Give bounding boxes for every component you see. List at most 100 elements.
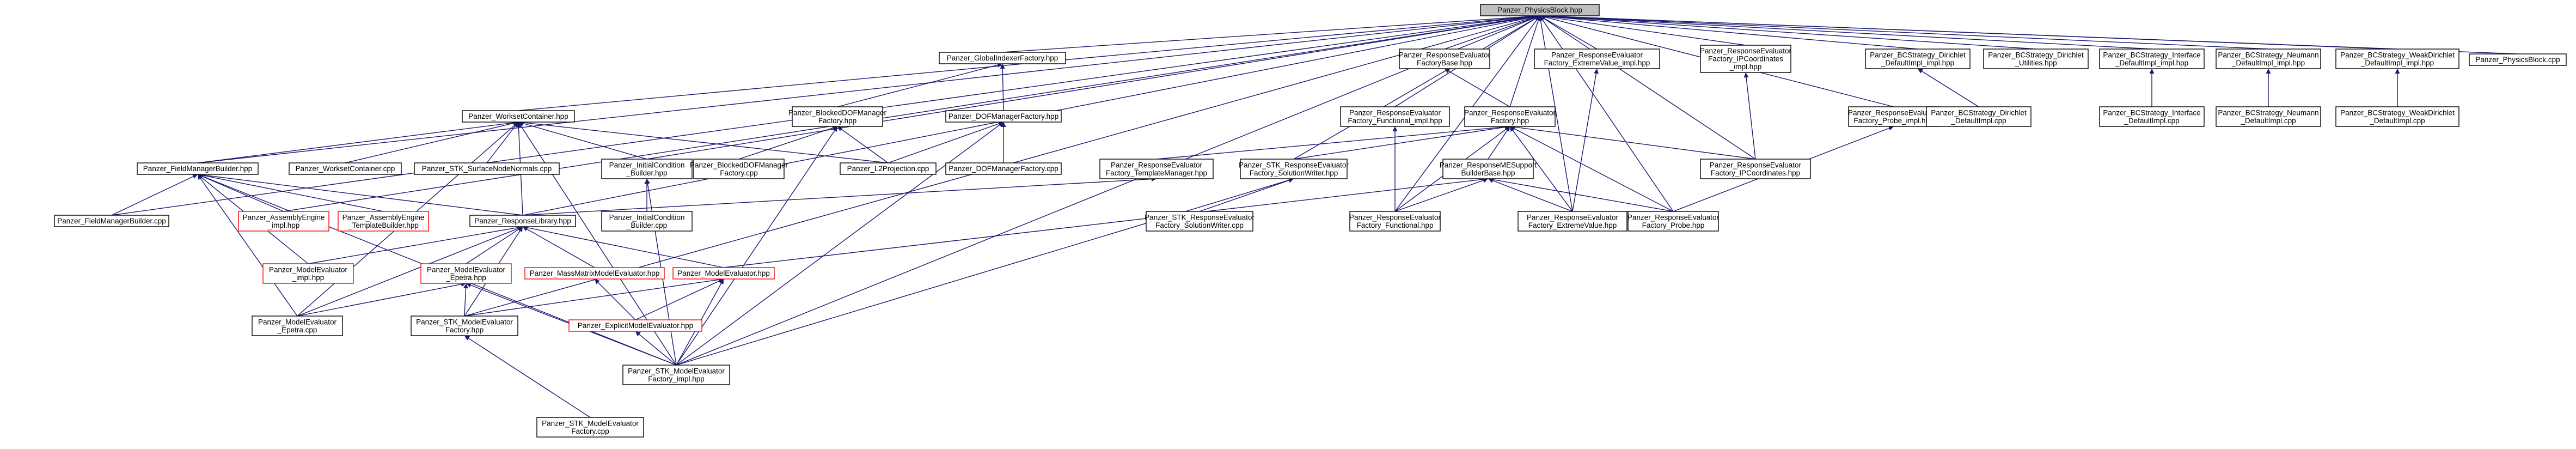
- node-bc-dirichlet-cpp[interactable]: Panzer_BCStrategy_Dirichlet_DefaultImpl.…: [1926, 106, 2032, 127]
- node-workset-container[interactable]: Panzer_WorksetContainer.hpp: [462, 110, 575, 123]
- edge-arrowhead: [464, 336, 470, 341]
- node-label-line: _DefaultImpl_impl.hpp: [2231, 59, 2305, 67]
- node-respeval-extreme[interactable]: Panzer_ResponseEvaluatorFactory_ExtremeV…: [1518, 211, 1627, 232]
- node-box: [1865, 48, 1971, 69]
- node-label-line: Panzer_MassMatrixModelEvaluator.hpp: [530, 269, 660, 277]
- edge-respeval_probe-to-root: [1542, 20, 1674, 212]
- node-assembly-engine-tb[interactable]: Panzer_AssemblyEngine_TemplateBuilder.hp…: [338, 211, 429, 232]
- node-bc-interface-cpp[interactable]: Panzer_BCStrategy_Interface_DefaultImpl.…: [2099, 106, 2205, 127]
- node-respeval-ipcoord-impl[interactable]: Panzer_ResponseEvaluatorFactory_IPCoordi…: [1700, 45, 1792, 73]
- node-bc-dirichlet-impl[interactable]: Panzer_BCStrategy_Dirichlet_DefaultImpl_…: [1865, 48, 1971, 69]
- edge-respeval_factory-to-respevalfb: [1448, 70, 1510, 107]
- node-bc-weakdir-cpp[interactable]: Panzer_BCStrategy_WeakDirichlet_DefaultI…: [2335, 106, 2459, 127]
- node-label-line: Panzer_ResponseEvaluator: [1710, 161, 1802, 169]
- edge-field_manager_builder-to-workset_container: [197, 122, 514, 163]
- edge-arrowhead: [837, 126, 843, 131]
- node-bc-neumann-cpp[interactable]: Panzer_BCStrategy_Neumann_DefaultImpl.cp…: [2216, 106, 2321, 127]
- edge-respeval_ipcoord-to-respeval_factory: [1514, 126, 1756, 160]
- edge-arrowhead: [719, 279, 724, 285]
- node-label-line: Panzer_BCStrategy_Dirichlet: [1870, 51, 1966, 59]
- node-label-line: _Utilities.hpp: [2014, 59, 2057, 67]
- edge-arrowhead: [1510, 126, 1516, 131]
- edge-response_library-to-respeval_template_mgr: [522, 178, 1152, 216]
- node-mass-matrix-me[interactable]: Panzer_MassMatrixModelEvaluator.hpp: [524, 267, 665, 280]
- node-bc-weakdir-impl[interactable]: Panzer_BCStrategy_WeakDirichlet_DefaultI…: [2335, 48, 2459, 69]
- node-dof-factory[interactable]: Panzer_DOFManagerFactory.hpp: [945, 110, 1062, 123]
- node-box: [568, 319, 702, 332]
- node-stk-surface-normals[interactable]: Panzer_STK_SurfaceNodeNormals.cpp: [414, 162, 560, 175]
- node-gi-factory[interactable]: Panzer_GlobalIndexerFactory.hpp: [939, 52, 1066, 64]
- node-box: [1700, 159, 1811, 179]
- node-explicit-me[interactable]: Panzer_ExplicitModelEvaluator.hpp: [568, 319, 702, 332]
- node-label-line: Panzer_ResponseEvaluator: [1349, 213, 1441, 221]
- node-label-line: Factory.hpp: [1491, 117, 1529, 125]
- node-label-line: Factory.cpp: [571, 427, 609, 435]
- node-field-manager-builder[interactable]: Panzer_FieldManagerBuilder.hpp: [137, 162, 259, 175]
- node-box: [1340, 106, 1450, 127]
- node-bc-interface-impl[interactable]: Panzer_BCStrategy_Interface_DefaultImpl_…: [2099, 48, 2205, 69]
- node-label-line: Panzer_InitialCondition: [609, 213, 685, 221]
- node-box: [1349, 211, 1441, 232]
- node-label-line: Factory_Probe_impl.hpp: [1853, 117, 1933, 125]
- node-assembly-engine-impl[interactable]: Panzer_AssemblyEngine_impl.hpp: [238, 211, 329, 232]
- node-physicsblock-cpp[interactable]: Panzer_PhysicsBlock.cpp: [2469, 53, 2567, 66]
- node-box: [1146, 211, 1253, 232]
- node-respeval-extreme-impl[interactable]: Panzer_ResponseEvaluatorFactory_ExtremeV…: [1534, 48, 1660, 69]
- node-initial-condition-builder[interactable]: Panzer_InitialCondition_Builder.hpp: [601, 159, 693, 179]
- node-l2projection[interactable]: Panzer_L2Projection.cpp: [840, 162, 937, 175]
- edge-physicsblock_cpp-to-root: [1544, 15, 2518, 54]
- node-bc-dirichlet-utils[interactable]: Panzer_BCStrategy_Dirichlet_Utilities.hp…: [1983, 48, 2089, 69]
- node-respeval-functional[interactable]: Panzer_ResponseEvaluatorFactory_Function…: [1349, 211, 1441, 232]
- edge-arrowhead: [2149, 69, 2155, 74]
- node-workset-container-cpp[interactable]: Panzer_WorksetContainer.cpp: [289, 162, 402, 175]
- node-respeval-probe-impl[interactable]: Panzer_ResponseEvaluatorFactory_Probe_im…: [1848, 106, 1940, 127]
- edge-arrowhead: [1504, 126, 1510, 131]
- node-label-line: Panzer_InitialCondition: [609, 161, 685, 169]
- node-box: [2469, 53, 2567, 66]
- node-label-line: Panzer_STK_SurfaceNodeNormals.cpp: [422, 165, 552, 173]
- node-label-line: Panzer_ResponseLibrary.hpp: [474, 217, 571, 225]
- node-box: [945, 162, 1062, 175]
- node-dof-factory-cpp[interactable]: Panzer_DOFManagerFactory.cpp: [945, 162, 1062, 175]
- edge-arrowhead: [463, 283, 469, 289]
- node-model-eval[interactable]: Panzer_ModelEvaluator.hpp: [672, 267, 775, 280]
- node-box: [536, 417, 644, 438]
- node-bc-neumann-impl[interactable]: Panzer_BCStrategy_Neumann_DefaultImpl_im…: [2216, 48, 2321, 69]
- node-label-line: Panzer_ResponseEvaluator: [1700, 47, 1792, 55]
- node-respeval-functional-impl[interactable]: Panzer_ResponseEvaluatorFactory_Function…: [1340, 106, 1450, 127]
- node-model-eval-epetra-cpp[interactable]: Panzer_ModelEvaluator_Epetra.cpp: [252, 315, 343, 336]
- node-box: [1848, 106, 1939, 127]
- node-label-line: BuilderBase.hpp: [1461, 169, 1515, 177]
- node-stk-respeval-solwriter[interactable]: Panzer_STK_ResponseEvaluatorFactory_Solu…: [1239, 159, 1349, 179]
- edge-field_manager_builder-to-root: [197, 16, 1535, 163]
- edge-respeval_extreme-to-respeval_factory: [1512, 130, 1573, 212]
- edge-arrowhead: [192, 174, 198, 179]
- node-box: [939, 52, 1066, 64]
- node-box: [1627, 211, 1719, 232]
- node-respeval-probe[interactable]: Panzer_ResponseEvaluatorFactory_Probe.hp…: [1627, 211, 1720, 232]
- node-model-eval-impl[interactable]: Panzer_ModelEvaluator_impl.hpp: [262, 263, 354, 284]
- node-box: [1983, 48, 2089, 69]
- node-model-eval-epetra[interactable]: Panzer_ModelEvaluator_Epetra.hpp: [420, 263, 512, 284]
- node-label-line: Panzer_ResponseEvaluator: [1848, 108, 1940, 117]
- node-stk-me-factory-impl[interactable]: Panzer_STK_ModelEvaluatorFactory_impl.hp…: [622, 365, 730, 385]
- node-label-line: Factory_SolutionWriter.cpp: [1155, 221, 1244, 229]
- node-initial-condition-builder-cpp[interactable]: Panzer_InitialCondition_Builder.cpp: [601, 211, 693, 232]
- node-stk-respeval-solwriter-cpp[interactable]: Panzer_STK_ResponseEvaluatorFactory_Solu…: [1145, 211, 1255, 232]
- node-respeval-template-mgr[interactable]: Panzer_ResponseEvaluatorFactory_Template…: [1099, 159, 1214, 179]
- node-box: [2216, 106, 2321, 127]
- node-box: [1534, 48, 1660, 69]
- node-box: [792, 106, 883, 127]
- node-label-line: Panzer_WorksetContainer.hpp: [468, 112, 568, 120]
- node-field-manager-builder-cpp[interactable]: Panzer_FieldManagerBuilder.cpp: [54, 215, 169, 227]
- node-respeval-ipcoord[interactable]: Panzer_ResponseEvaluatorFactory_IPCoordi…: [1700, 159, 1811, 179]
- node-response-library[interactable]: Panzer_ResponseLibrary.hpp: [469, 215, 576, 227]
- node-box: [672, 267, 775, 280]
